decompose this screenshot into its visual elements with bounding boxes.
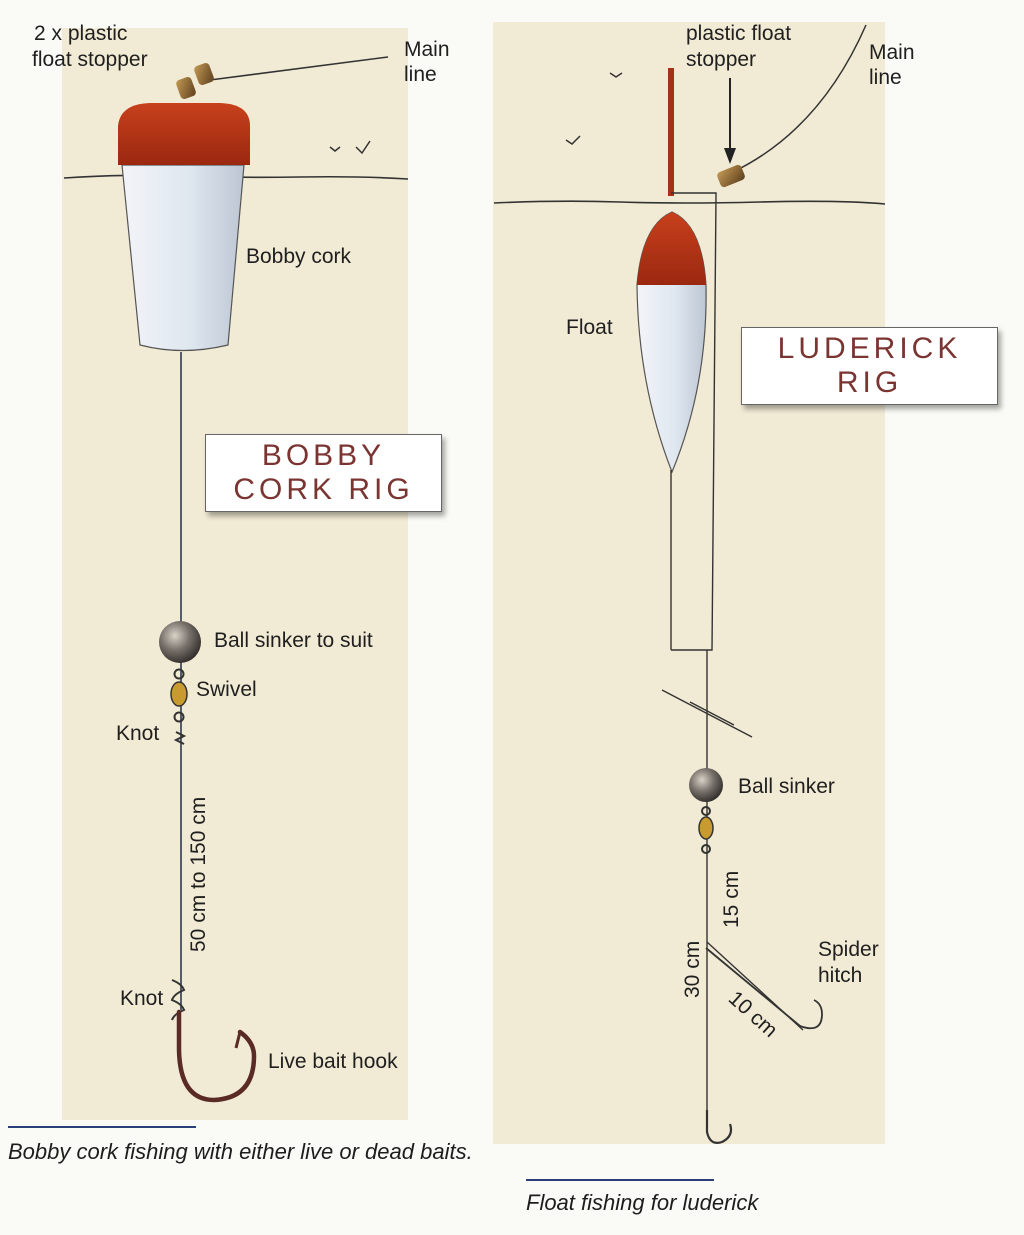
label-float-stopper-line1: 2 x plastic — [34, 22, 128, 45]
water-surface-right — [493, 200, 886, 205]
bobby-cork-rig — [63, 56, 409, 1103]
label-ball-sinker-right: Ball sinker — [738, 775, 835, 798]
label-bobby-cork: Bobby cork — [246, 245, 352, 268]
label-main-line-left-2: line — [404, 63, 437, 86]
swivel-ring-top — [173, 668, 185, 680]
bobby-title-line2: CORK RIG — [233, 473, 414, 506]
swivel-right-body — [698, 816, 714, 840]
label-spider-hitch-1: Spider — [818, 938, 879, 961]
bird-right — [565, 72, 623, 145]
luderick-title-line2: RIG — [836, 366, 903, 399]
bottom-hook — [705, 1110, 733, 1144]
right-panel — [493, 22, 885, 1144]
luderick-rig — [493, 24, 886, 1144]
label-float-stopper-right-1: plastic float — [686, 22, 792, 45]
swivel-right-ring-top — [701, 806, 711, 816]
float-stopper-left-1 — [176, 76, 196, 100]
hook-barb — [234, 1031, 242, 1049]
label-leader-length: 50 cm to 150 cm — [187, 796, 210, 952]
label-float-stopper-right-2: stopper — [686, 48, 757, 71]
caption-left: Bobby cork fishing with either live or d… — [8, 1139, 473, 1164]
label-main-line-right-2: line — [869, 66, 902, 89]
label-main-line-right-1: Main — [869, 41, 915, 64]
ball-sinker-left — [159, 621, 201, 663]
label-swivel: Swivel — [196, 678, 257, 701]
ball-sinker-right — [689, 768, 723, 802]
label-dim-15: 15 cm — [720, 870, 743, 928]
swivel-ring-bottom — [173, 711, 185, 723]
float-red-top — [637, 212, 706, 285]
luderick-rig-title: LUDERICK RIG — [741, 327, 998, 405]
knot-top — [173, 731, 187, 745]
caption-right: Float fishing for luderick — [526, 1190, 759, 1215]
label-ball-sinker-left: Ball sinker to suit — [214, 629, 373, 652]
bird-left — [329, 140, 371, 155]
float-line-loop — [671, 192, 717, 651]
bobby-cork-body — [121, 164, 245, 352]
bobby-cork-rig-title: BOBBY CORK RIG — [205, 434, 442, 512]
label-knot-bottom: Knot — [120, 987, 164, 1010]
dropper-hook — [705, 947, 823, 1030]
label-main-line-left-1: Main — [404, 38, 450, 61]
float-antenna — [668, 68, 674, 196]
label-knot-top: Knot — [116, 722, 160, 745]
main-line-left — [209, 56, 389, 81]
break-mark-2 — [689, 701, 735, 726]
luderick-title-line1: LUDERICK — [777, 332, 962, 365]
label-live-bait-hook: Live bait hook — [268, 1050, 398, 1073]
label-spider-hitch-2: hitch — [818, 964, 863, 987]
stopper-arrow-head — [724, 148, 736, 164]
float-stopper-left-2 — [194, 62, 214, 86]
float-stopper-right — [717, 164, 745, 188]
label-dim-30: 30 cm — [681, 940, 704, 998]
label-float: Float — [566, 316, 613, 339]
main-line-right — [732, 24, 867, 173]
bobby-cork-top — [118, 103, 250, 165]
live-bait-hook — [176, 1009, 257, 1103]
swivel-body — [170, 681, 188, 707]
bobby-title-line1: BOBBY — [261, 439, 386, 472]
label-float-stopper-line2: float stopper — [32, 48, 148, 71]
swivel-right-ring-bottom — [701, 844, 711, 854]
